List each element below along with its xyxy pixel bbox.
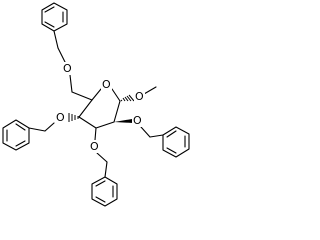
bond-o4-to-ch2 (44, 122, 55, 132)
hashed-bond-c4-o (68, 113, 79, 122)
svg-text:O: O (133, 114, 142, 127)
pyranose-ring (78, 88, 121, 129)
benzene-ring-right (162, 126, 190, 158)
bond-top-ring-to-ch2 (53, 30, 59, 49)
bond-o2-to-ch2 (140, 126, 151, 138)
bond-ch2-to-left-ring (28, 127, 46, 132)
molecule-structure: O O O O O O (2, 2, 190, 207)
oxygen-label-c2: O (132, 114, 143, 127)
svg-text:O: O (90, 140, 99, 153)
bond-ch2-to-bottom-ring (104, 161, 108, 178)
hashed-bond-c1-o-methyl (120, 94, 135, 102)
wedge-bond-c2-o (114, 119, 133, 123)
oxygen-label-c6: O (62, 62, 73, 75)
svg-text:O: O (102, 78, 111, 91)
bond-ch2-to-right-ring (149, 134, 164, 138)
bond-o3-to-ch2 (96, 152, 108, 163)
svg-text:O: O (63, 62, 72, 75)
oxygen-label-methoxy: O (134, 90, 145, 103)
svg-text:O: O (135, 90, 144, 103)
benzene-ring-left (2, 119, 30, 151)
bond-o6-to-c6 (69, 74, 73, 93)
benzene-ring-bottom (91, 176, 118, 207)
bond-c6-to-c5 (71, 91, 93, 101)
oxygen-label-ring: O (101, 78, 112, 91)
bond-c3-to-o3 (94, 127, 97, 141)
oxygen-label-c3: O (89, 140, 100, 153)
benzene-ring-top (41, 2, 68, 32)
bond-ch2-to-o6 (57, 47, 66, 63)
bond-o-methyl (143, 86, 157, 95)
oxygen-label-c4: O (55, 111, 66, 124)
svg-text:O: O (56, 111, 65, 124)
